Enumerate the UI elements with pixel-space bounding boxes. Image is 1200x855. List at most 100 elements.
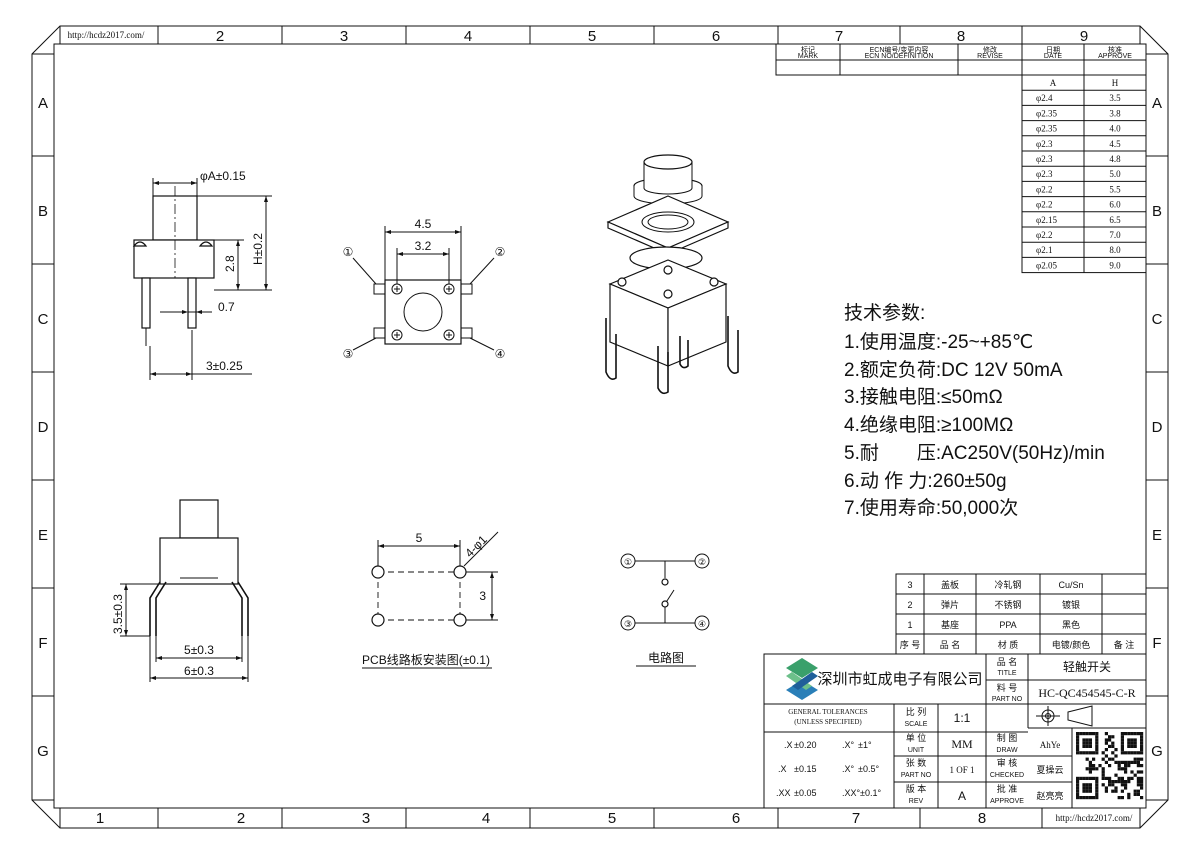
part-number: HC-QC454545-C-R — [1038, 686, 1135, 700]
pcb-dim-5: 5 — [416, 531, 423, 545]
zone-left-e: E — [38, 527, 48, 544]
zone-bottom-1: 1 — [96, 810, 104, 827]
dim-table-cell-a: φ2.2 — [1036, 184, 1052, 194]
zone-bottom-3: 3 — [362, 810, 370, 827]
zone-left-a: A — [38, 95, 48, 112]
zone-right-d: D — [1152, 419, 1163, 436]
dim-table-cell-h: 6.0 — [1109, 200, 1121, 210]
svg-text:DATE: DATE — [1044, 53, 1062, 60]
svg-text:比 列: 比 列 — [906, 706, 927, 717]
circuit-pin-4: ④ — [698, 619, 706, 629]
title-value: 轻触开关 — [1063, 660, 1111, 674]
svg-text:PART NO: PART NO — [992, 696, 1023, 703]
svg-text:料 号: 料 号 — [997, 682, 1018, 693]
dim-table-cell-h: 3.5 — [1109, 93, 1121, 103]
technical-specs: 技术参数: 1.使用温度:-25~+85℃ 2.额定负荷:DC 12V 50mA… — [844, 302, 1105, 519]
qr-code-icon[interactable] — [1076, 732, 1144, 800]
url-bottom[interactable]: http://hcdz2017.com/ — [1056, 813, 1133, 823]
dim-table-cell-h: 5.5 — [1109, 184, 1121, 194]
zone-top-3: 3 — [340, 28, 348, 45]
bom-table: 3 盖板 冷轧钢 Cu/Sn 2 弹片 不锈钢 镀银 1 基座 PPA 黑色 序… — [895, 573, 1147, 655]
zone-left-c: C — [38, 311, 49, 328]
zone-top-8: 8 — [957, 28, 965, 45]
svg-text:PART NO: PART NO — [901, 772, 932, 779]
svg-text:PPA: PPA — [999, 620, 1016, 630]
dim-table-cell-a: φ2.2 — [1036, 200, 1052, 210]
svg-text:ECN NO/DEFINITION: ECN NO/DEFINITION — [865, 53, 934, 60]
zone-right-a: A — [1152, 95, 1162, 112]
svg-text:1: 1 — [907, 620, 912, 630]
zone-top-4: 4 — [464, 28, 472, 45]
zone-right-f: F — [1152, 635, 1161, 652]
svg-text:审 核: 审 核 — [997, 757, 1018, 768]
dim-5: 5±0.3 — [184, 643, 214, 657]
pcb-dim-3: 3 — [479, 589, 486, 603]
spec-4: 4.绝缘电阻:≥100MΩ — [844, 414, 1013, 436]
zone-right-g: G — [1151, 743, 1163, 760]
dim-table-header-h: H — [1112, 78, 1119, 88]
svg-text:.X°: .X° — [842, 764, 855, 774]
svg-text:±0.15: ±0.15 — [794, 764, 816, 774]
zone-right-b: B — [1152, 203, 1162, 220]
zone-left-b: B — [38, 203, 48, 220]
dim-table-cell-a: φ2.05 — [1036, 260, 1057, 270]
dim-table-cell-a: φ2.4 — [1036, 93, 1053, 103]
svg-text:REVISE: REVISE — [977, 53, 1003, 60]
company-logo — [786, 658, 818, 700]
zone-left-g: G — [37, 743, 49, 760]
svg-text:MARK: MARK — [798, 53, 819, 60]
svg-text:版 本: 版 本 — [906, 783, 927, 794]
dim-table-cell-a: φ2.3 — [1036, 154, 1053, 164]
circuit-pin-1: ① — [624, 557, 632, 567]
dim-3-5: 3.5±0.3 — [111, 594, 125, 634]
spec-2: 2.额定负荷:DC 12V 50mA — [844, 359, 1063, 381]
zone-top-7: 7 — [835, 28, 843, 45]
url-top[interactable]: http://hcdz2017.com/ — [68, 30, 145, 40]
title-block: 深圳市虹成电子有限公司 品 名 TITLE 轻触开关 料 号 PART NO H… — [763, 653, 1147, 809]
zone-left-d: D — [38, 419, 49, 436]
svg-text:2: 2 — [907, 600, 912, 610]
svg-text:弹片: 弹片 — [941, 599, 959, 610]
svg-text:黑色: 黑色 — [1062, 619, 1080, 630]
svg-text:冷轧钢: 冷轧钢 — [994, 579, 1021, 590]
svg-text:±0.20: ±0.20 — [794, 740, 816, 750]
circuit-diagram: ① ② ③ ④ 电路图 — [620, 553, 710, 667]
svg-text:修改: 修改 — [983, 45, 997, 54]
spec-1: 1.使用温度:-25~+85℃ — [844, 331, 1033, 353]
zone-bottom-8: 8 — [978, 810, 986, 827]
zone-right-e: E — [1152, 527, 1162, 544]
scale-value: 1:1 — [954, 711, 971, 725]
svg-text:盖板: 盖板 — [941, 579, 959, 590]
inner-border — [53, 43, 1147, 809]
svg-text:.X: .X — [784, 740, 793, 750]
svg-text:批 准: 批 准 — [997, 783, 1018, 794]
checked-by: 夏操云 — [1036, 764, 1063, 775]
zone-right-c: C — [1152, 311, 1163, 328]
svg-text:DRAW: DRAW — [996, 747, 1018, 754]
dim-3: 3±0.25 — [206, 359, 243, 373]
zone-top-6: 6 — [712, 28, 720, 45]
dim-3-2: 3.2 — [415, 239, 432, 253]
dim-2-8: 2.8 — [223, 255, 237, 272]
svg-text:3: 3 — [907, 580, 912, 590]
company-name: 深圳市虹成电子有限公司 — [817, 671, 982, 688]
rev-value: A — [958, 789, 966, 803]
zone-strip-bottom: 1 2 3 4 5 6 7 8 http://hcdz2017.com/ — [96, 808, 1133, 828]
zone-top-5: 5 — [588, 28, 596, 45]
svg-text:备 注: 备 注 — [1114, 639, 1135, 650]
svg-text:Cu/Sn: Cu/Sn — [1058, 580, 1083, 590]
circuit-caption: 电路图 — [648, 650, 684, 665]
svg-text:.X: .X — [778, 764, 787, 774]
dim-table-cell-h: 4.5 — [1109, 139, 1121, 149]
pin-3-label: ③ — [343, 347, 354, 361]
svg-text:UNIT: UNIT — [908, 747, 925, 754]
zone-bottom-7: 7 — [852, 810, 860, 827]
svg-text:电镀/颜色: 电镀/颜色 — [1052, 639, 1091, 650]
svg-text:不锈钢: 不锈钢 — [994, 599, 1021, 610]
dim-table-header-a: A — [1050, 78, 1057, 88]
dim-table-cell-h: 4.8 — [1109, 154, 1121, 164]
front-view: 3.5±0.3 5±0.3 6±0.3 — [111, 499, 249, 682]
svg-text:张 数: 张 数 — [906, 757, 927, 768]
